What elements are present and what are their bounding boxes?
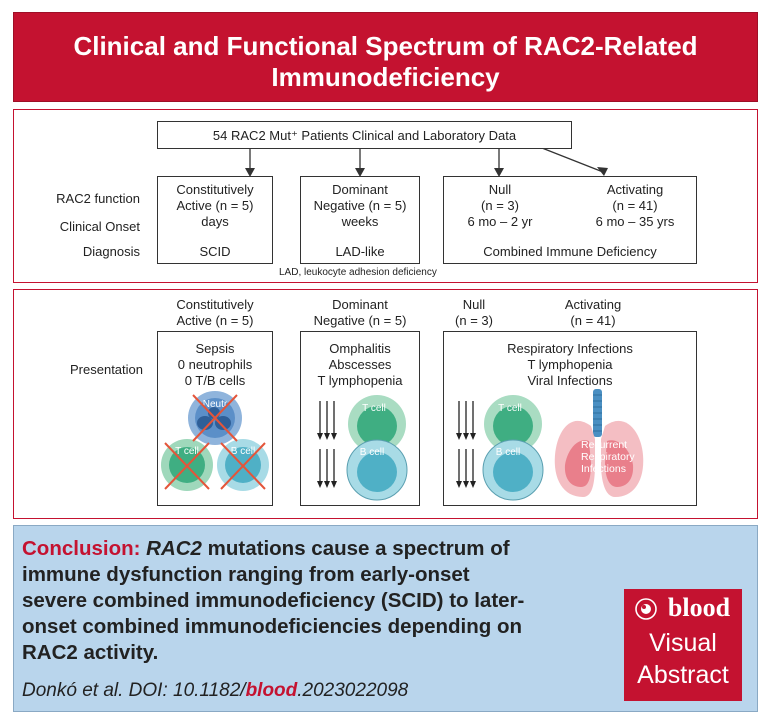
lung-label-line3: Infections [581, 463, 626, 475]
presentation-header: Dominant [332, 297, 388, 312]
presentation-symptom: T lymphopenia [317, 373, 403, 388]
absent-cells-illustration: Neutr T cell B cell [161, 391, 269, 491]
conclusion-label: Conclusion: [22, 537, 141, 560]
conclusion-line1: mutations cause a spectrum of [201, 537, 510, 560]
group-onset: days [201, 214, 229, 229]
group-count: (n = 41) [612, 198, 658, 213]
row-label-diagnosis: Diagnosis [82, 244, 140, 259]
t-cell-icon: T cell [348, 395, 406, 453]
lungs-icon: Recurrent Respiratory Infections [554, 389, 644, 497]
citation-doi-suffix: .2023022098 [297, 680, 409, 701]
presentation-header: Activating [564, 297, 622, 312]
badge-visual: Visual [649, 629, 717, 657]
group-count: (n = 3) [481, 198, 519, 213]
citation: Donkó et al. DOI: 10.1182/blood.20230220… [22, 680, 408, 702]
row-label-presentation: Presentation [70, 362, 143, 377]
blood-logo-icon [635, 598, 657, 620]
group-diagnosis: LAD-like [335, 244, 385, 259]
t-cell-label: T cell [175, 446, 199, 457]
group-count: Negative (n = 5) [313, 198, 407, 213]
lung-label-line1: Recurrent [581, 439, 627, 451]
b-cell-label: B cell [231, 446, 255, 457]
presentation-header-count: (n = 41) [570, 313, 616, 328]
t-cell-label: T cell [362, 403, 386, 414]
b-cell-icon: B cell [346, 439, 408, 501]
presentation-symptom: Respiratory Infections [507, 341, 633, 356]
conclusion-line3: severe combined immunodeficiency (SCID) … [22, 589, 525, 612]
t-cell-icon: T cell [484, 395, 542, 453]
group-diagnosis: SCID [199, 244, 231, 259]
b-cell-icon: B cell [482, 439, 544, 501]
presentation-symptom: Omphalitis [329, 341, 391, 356]
row-label-rac2-function: RAC2 function [56, 191, 140, 206]
presentation-symptom: 0 neutrophils [177, 357, 253, 372]
decrease-arrows-icon [456, 401, 476, 488]
page-title: Clinical and Functional Spectrum of RAC2… [73, 31, 698, 92]
presentation-symptom: Viral Infections [527, 373, 613, 388]
blood-logo-text: blood [667, 593, 731, 622]
conclusion-gene: RAC2 [146, 537, 202, 560]
neutrophil-label: Neutr [203, 399, 228, 410]
panel1-arrows [245, 147, 608, 177]
conclusion-line2: immune dysfunction ranging from early-on… [22, 563, 470, 586]
group-name: Constitutively [176, 182, 254, 197]
group-count: Active (n = 5) [176, 198, 254, 213]
absent-cross-icon [164, 394, 266, 490]
group-onset: weeks [341, 214, 379, 229]
t-cell-label: T cell [498, 403, 522, 414]
b-cell-label: B cell [496, 447, 520, 458]
citation-journal: blood [245, 680, 298, 701]
citation-doi-prefix: Donkó et al. DOI: 10.1182/ [22, 680, 246, 701]
group-diagnosis: Combined Immune Deficiency [483, 244, 657, 259]
presentation-header: Null [462, 297, 486, 312]
reduced-cells-and-lung-illustration: T cell B cell Recurrent Respiratory Infe… [456, 389, 644, 501]
presentation-symptom: T lymphopenia [527, 357, 613, 372]
group-onset: 6 mo – 35 yrs [595, 214, 675, 229]
conclusion-line5: RAC2 activity. [22, 641, 159, 664]
patients-summary-box: 54 RAC2 Mut⁺ Patients Clinical and Labor… [157, 121, 572, 149]
presentation-header-count: Active (n = 5) [176, 313, 254, 328]
patients-summary-text: 54 RAC2 Mut⁺ Patients Clinical and Labor… [212, 128, 517, 143]
group-name: Dominant [332, 182, 388, 197]
presentation-symptom: Sepsis [195, 341, 235, 356]
b-cell-label: B cell [360, 447, 384, 458]
group-box-null-activating: Null (n = 3) 6 mo – 2 yr Activating (n =… [443, 176, 697, 264]
group-onset: 6 mo – 2 yr [467, 214, 533, 229]
group-name: Activating [606, 182, 664, 197]
presentation-header-count: Negative (n = 5) [313, 313, 407, 328]
reduced-cells-illustration-dn: T cell B cell [317, 395, 408, 501]
presentation-header: Constitutively [176, 297, 254, 312]
group-box-constitutively-active: Constitutively Active (n = 5) days SCID [157, 176, 273, 264]
lung-label-line2: Respiratory [581, 451, 635, 463]
presentation-symptom: 0 T/B cells [184, 373, 246, 388]
title-banner: Clinical and Functional Spectrum of RAC2… [13, 12, 758, 102]
group-box-dominant-negative: Dominant Negative (n = 5) weeks LAD-like [300, 176, 420, 264]
row-label-clinical-onset: Clinical Onset [59, 219, 140, 234]
presentation-symptom: Abscesses [328, 357, 392, 372]
group-name: Null [488, 182, 512, 197]
badge-abstract: Abstract [637, 661, 729, 689]
blood-visual-abstract-badge: blood Visual Abstract [624, 589, 742, 701]
decrease-arrows-icon [317, 401, 337, 488]
lad-footnote: LAD, leukocyte adhesion deficiency [279, 267, 437, 278]
conclusion-text: Conclusion: RAC2 mutations cause a spect… [22, 536, 622, 666]
conclusion-line4: onset combined immunodeficiencies depend… [22, 615, 523, 638]
presentation-header-count: (n = 3) [455, 313, 493, 328]
